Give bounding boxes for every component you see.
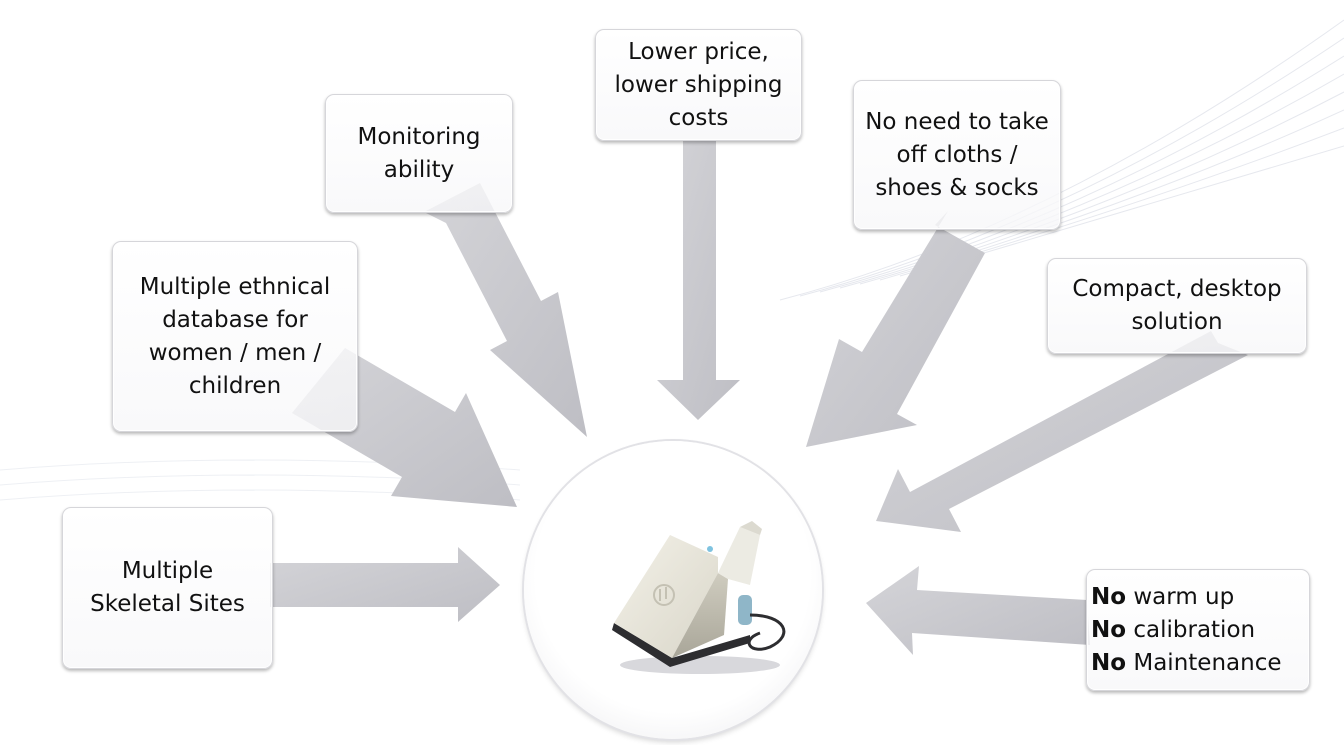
bone-densitometer-device-icon bbox=[612, 521, 786, 674]
feature-label: Multiple Skeletal Sites bbox=[90, 558, 245, 617]
no-list-item: No warm up bbox=[1091, 583, 1235, 610]
no-list-item: No Maintenance bbox=[1091, 649, 1282, 676]
feature-label: Lower price, lower shipping costs bbox=[614, 38, 783, 131]
arrow-monitoring-ability bbox=[424, 183, 587, 437]
feature-box-compact-desktop: Compact, desktop solution bbox=[1047, 258, 1307, 354]
feature-box-ethnical-database: Multiple ethnical database for women / m… bbox=[112, 241, 358, 432]
feature-box-no-list: No warm up No calibration No Maintenance bbox=[1086, 569, 1310, 691]
feature-box-no-need-take-off: No need to take off cloths / shoes & soc… bbox=[853, 80, 1061, 230]
arrow-skeletal-sites bbox=[270, 547, 500, 622]
feature-label: Monitoring ability bbox=[357, 123, 481, 183]
feature-box-monitoring-ability: Monitoring ability bbox=[325, 94, 513, 213]
arrow-lower-price bbox=[657, 140, 740, 420]
arrow-no-need-take-off bbox=[806, 211, 985, 447]
feature-label: Multiple ethnical database for women / m… bbox=[139, 273, 331, 399]
feature-box-skeletal-sites: Multiple Skeletal Sites bbox=[62, 507, 273, 669]
no-list-item: No calibration bbox=[1091, 616, 1256, 643]
feature-label: Compact, desktop solution bbox=[1072, 276, 1282, 335]
feature-label: No need to take off cloths / shoes & soc… bbox=[865, 108, 1049, 201]
feature-box-lower-price: Lower price, lower shipping costs bbox=[595, 29, 802, 141]
no-list: No warm up No calibration No Maintenance bbox=[1091, 581, 1282, 680]
arrow-no-list bbox=[866, 566, 1090, 655]
arrow-compact-desktop bbox=[876, 331, 1248, 532]
